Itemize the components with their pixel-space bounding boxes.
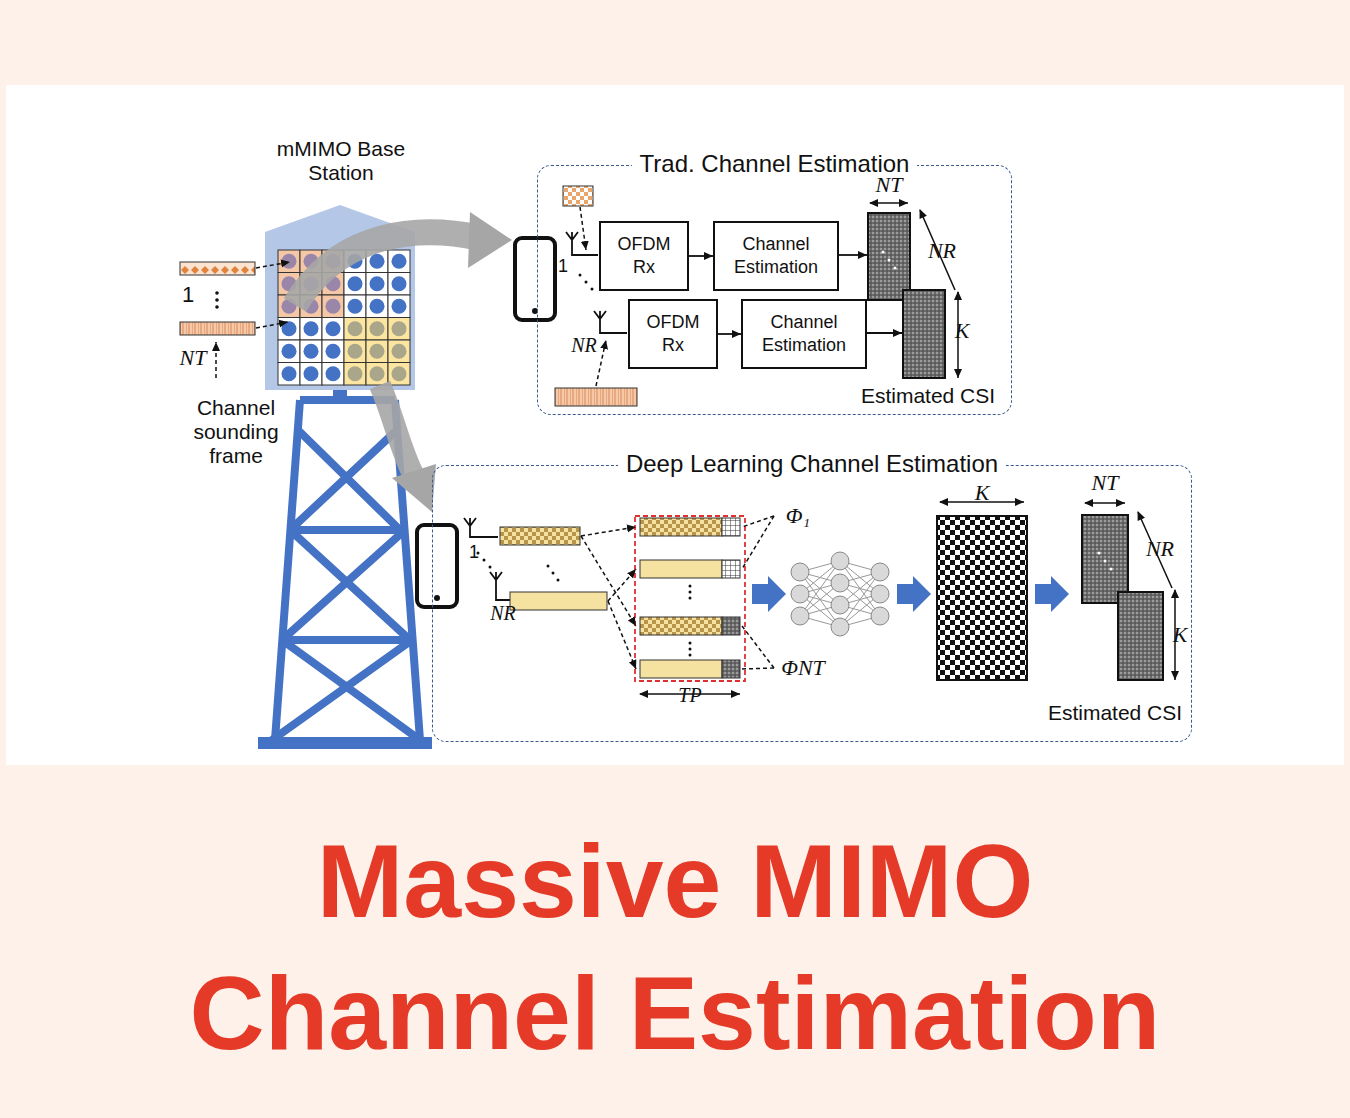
annotation-label: 1 <box>553 256 573 277</box>
dimension-label: NT <box>869 172 909 197</box>
annotation-label: 1 <box>464 542 484 563</box>
group-box: Deep Learning Channel Estimation <box>432 465 1192 742</box>
annotation-label: Estimated CSI <box>1040 701 1190 725</box>
heading-text: Trad. Channel Estimation <box>632 150 918 177</box>
dimension-label: NT <box>1085 470 1125 495</box>
dimension-label: K <box>967 480 997 505</box>
dimension-label: K <box>1168 622 1192 647</box>
connector-arrow <box>718 333 741 335</box>
annotation-label: mMIMO Base Station <box>256 137 426 185</box>
dimension-label: ΦNT <box>778 655 828 680</box>
dimension-label: Φ₁ <box>778 503 818 528</box>
group-heading: Deep Learning Channel Estimation <box>433 449 1191 479</box>
connector-arrow <box>689 255 713 257</box>
box-text: OFDM Rx <box>638 311 708 358</box>
annotation-label: 1 <box>173 282 203 307</box>
dimension-label: TP <box>672 684 708 707</box>
process-box: Channel Estimation <box>713 221 839 291</box>
group-heading: Trad. Channel Estimation <box>538 149 1011 179</box>
dimension-label: NR <box>566 334 602 357</box>
annotation-label: Estimated CSI <box>853 384 1003 408</box>
dimension-label: NR <box>1140 536 1180 561</box>
dimension-label: NR <box>485 602 521 625</box>
dimension-label: NR <box>922 238 962 263</box>
group-box: Trad. Channel EstimationOFDM RxChannel E… <box>537 165 1012 415</box>
annotation-label: Channel sounding frame <box>181 396 291 468</box>
heading-text: Deep Learning Channel Estimation <box>618 450 1006 477</box>
title: Massive MIMO Channel Estimation <box>145 815 1205 1079</box>
process-box: OFDM Rx <box>628 299 718 369</box>
process-box: OFDM Rx <box>599 221 689 291</box>
dimension-label: NT <box>173 345 213 370</box>
box-text: OFDM Rx <box>609 233 679 280</box>
dimension-label: K <box>950 318 974 343</box>
box-text: Channel Estimation <box>751 311 857 358</box>
process-box: Channel Estimation <box>741 299 867 369</box>
box-text: Channel Estimation <box>723 233 829 280</box>
